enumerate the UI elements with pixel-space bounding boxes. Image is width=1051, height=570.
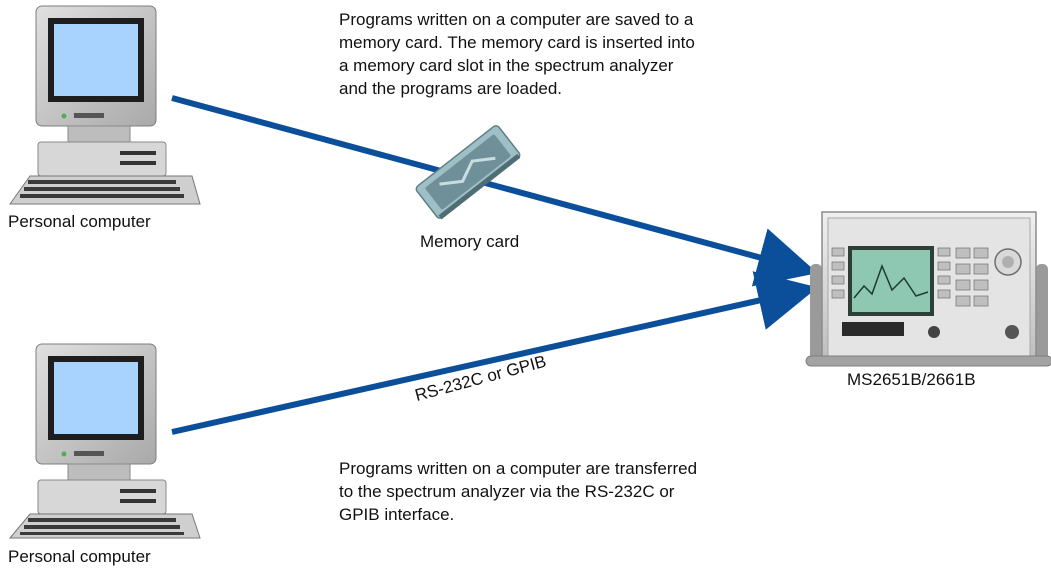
memory-card-path-description: Programs written on a computer are saved… xyxy=(339,10,695,98)
interface-path-description: Programs written on a computer are trans… xyxy=(339,459,698,524)
computer-top-label: Personal computer xyxy=(8,212,151,231)
desktop-computer-icon xyxy=(8,343,201,539)
memory-card-label: Memory card xyxy=(420,232,520,251)
analyzer-label: MS2651B/2661B xyxy=(847,370,976,389)
desktop-computer-icon xyxy=(9,5,201,205)
computer-bottom-label: Personal computer xyxy=(8,547,151,566)
spectrum-analyzer-icon xyxy=(805,211,1051,367)
memory-card-path-arrow xyxy=(171,95,818,287)
memory-card-icon xyxy=(415,125,521,220)
interface-path-arrow xyxy=(171,271,818,435)
